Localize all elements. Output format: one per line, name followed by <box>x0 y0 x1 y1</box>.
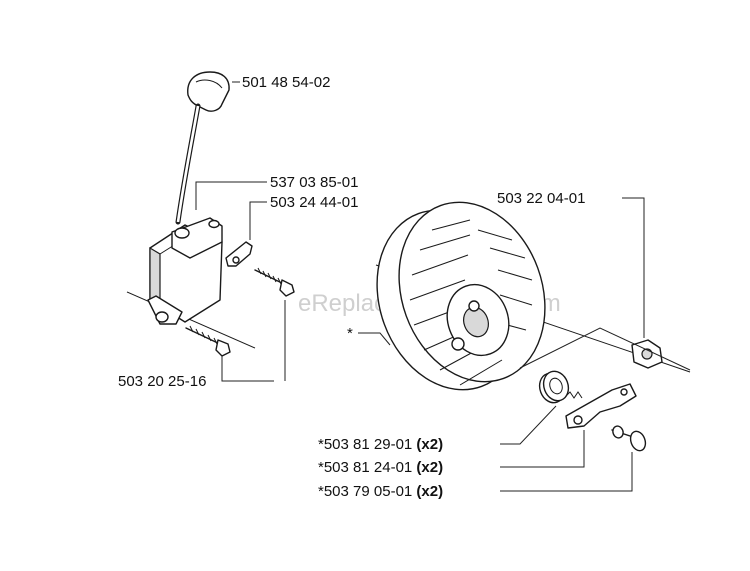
part-label-7: *503 81 29-01 (x2) <box>318 436 443 453</box>
screw-upper <box>254 267 295 297</box>
flywheel-nut <box>631 339 663 369</box>
part-labels: 501 48 54-02 537 03 85-01 503 24 44-01 5… <box>118 74 585 500</box>
part-label-2: 537 03 85-01 <box>270 174 358 191</box>
ignition-module-drawing <box>126 71 295 357</box>
screw-lower <box>185 325 231 357</box>
part-label-3: 503 24 44-01 <box>270 194 358 211</box>
leader-lines-right <box>358 197 691 492</box>
part-label-1: 501 48 54-02 <box>242 74 330 91</box>
pawl <box>565 383 637 429</box>
part-label-9: *503 79 05-01 (x2) <box>318 483 443 500</box>
part-label-8: *503 81 24-01 (x2) <box>318 459 443 476</box>
part-label-6: * <box>347 325 353 342</box>
flywheel-drawing <box>375 201 691 452</box>
part-label-5: 503 22 04-01 <box>497 190 585 207</box>
washer <box>538 370 570 404</box>
pivot-bolt <box>611 425 647 452</box>
part-label-4: 503 20 25-16 <box>118 373 206 390</box>
leader-lines-left <box>195 81 286 382</box>
